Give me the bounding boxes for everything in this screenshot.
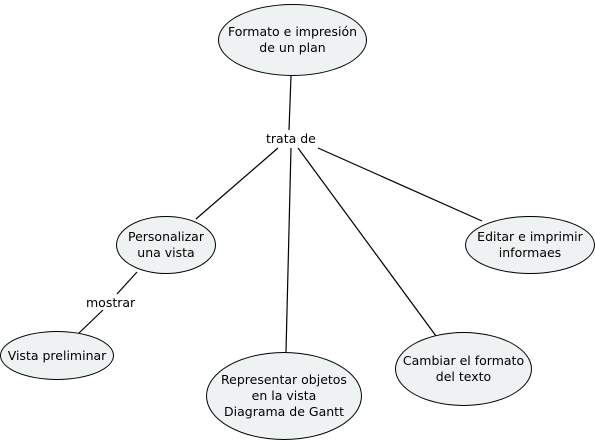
edge-tratade-representar — [285, 147, 292, 353]
edge-tratade-personalizar — [195, 147, 279, 220]
edge-tratade-editar — [317, 147, 483, 222]
edge-mostrar-vista — [78, 309, 104, 334]
node-editar-imprimir: Editar e imprimir informaes — [465, 216, 595, 274]
node-cambiar-formato: Cambiar el formato del texto — [395, 332, 532, 406]
edge-root-tratade — [288, 75, 292, 131]
link-label-trata-de: trata de — [264, 131, 318, 146]
node-formato-impresion: Formato e impresión de un plan — [218, 4, 367, 76]
node-representar-objetos: Representar objetos en la vista Diagrama… — [206, 352, 362, 440]
edge-personalizar-mostrar — [116, 271, 138, 295]
node-personalizar-vista: Personalizar una vista — [116, 216, 216, 274]
node-vista-preliminar: Vista preliminar — [0, 331, 114, 380]
link-label-mostrar: mostrar — [84, 295, 138, 310]
edge-tratade-cambiar — [297, 147, 437, 337]
